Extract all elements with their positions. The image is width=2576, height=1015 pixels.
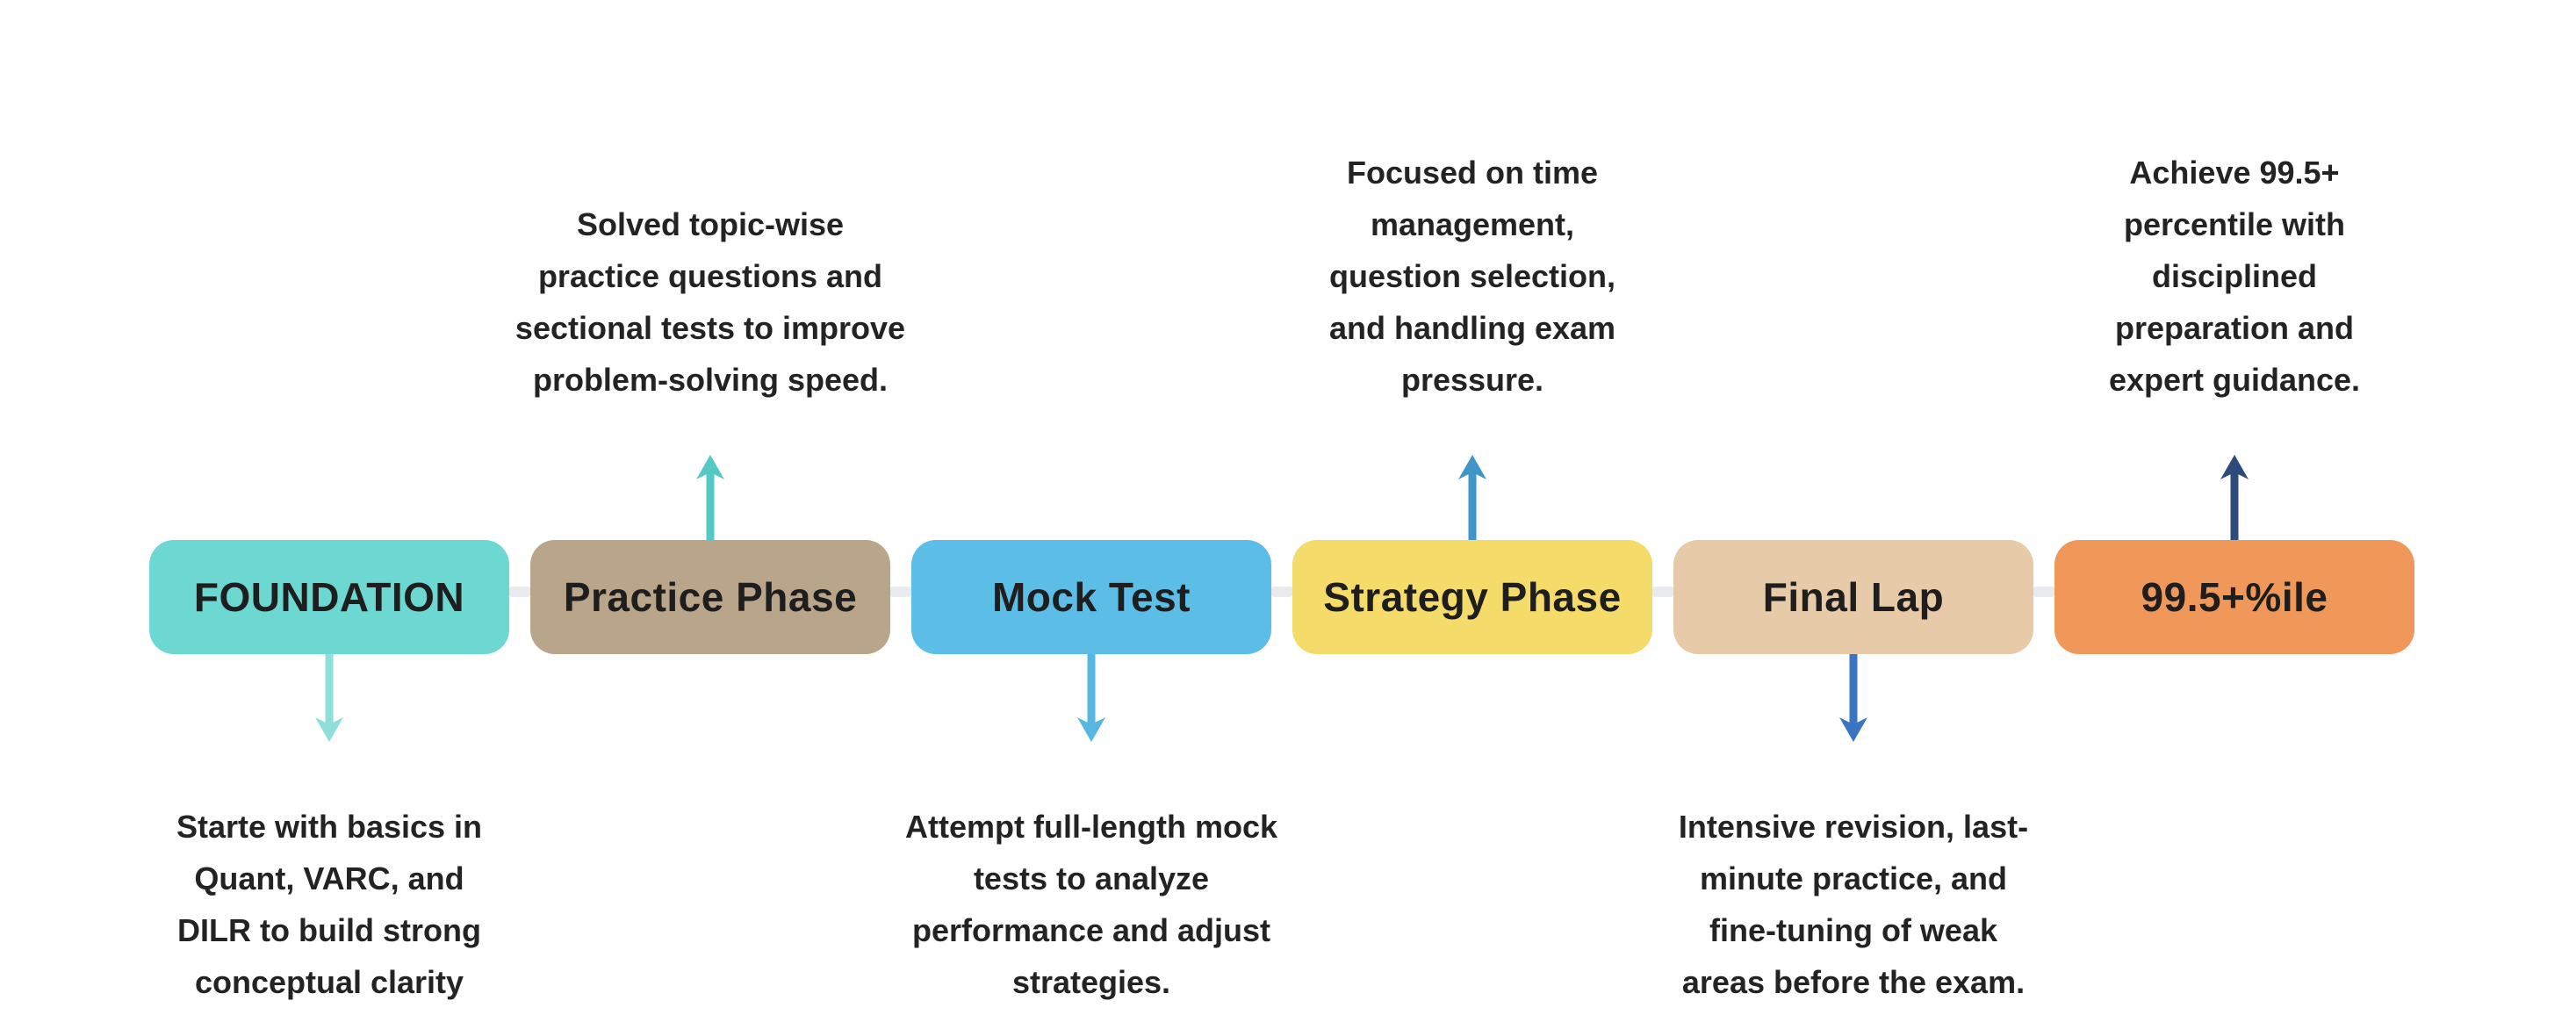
phase-description: Solved topic-wise practice questions and… — [514, 206, 906, 398]
arrow-up-icon — [1455, 455, 1490, 540]
phase-description: Intensive revision, last- minute practic… — [1678, 809, 2029, 1000]
phase-label: Final Lap — [1762, 574, 1945, 620]
phase-box: Strategy Phase — [1292, 540, 1652, 654]
phase-box: Final Lap — [1673, 540, 2033, 654]
phase-label: 99.5+%ile — [2141, 574, 2328, 620]
connector-line — [1270, 587, 1293, 597]
phase-description: Focused on time management, question sel… — [1328, 155, 1616, 398]
phase-box: FOUNDATION — [149, 540, 509, 654]
arrow-down-icon — [1074, 654, 1109, 742]
phase-box: Practice Phase — [530, 540, 890, 654]
phase-label: FOUNDATION — [193, 574, 465, 620]
arrow-down-icon — [1836, 654, 1871, 742]
phase-description: Achieve 99.5+ percentile with discipline… — [2108, 155, 2361, 398]
phase-description: Starte with basics in Quant, VARC, and D… — [176, 809, 483, 1000]
connector-line — [889, 587, 912, 597]
phase-label: Strategy Phase — [1323, 574, 1622, 620]
connector-line — [2033, 587, 2055, 597]
phase-description: Attempt full-length mock tests to analyz… — [905, 809, 1277, 1000]
arrow-down-icon — [312, 654, 347, 742]
phase-box: 99.5+%ile — [2054, 540, 2414, 654]
phase-box: Mock Test — [911, 540, 1271, 654]
phase-label: Mock Test — [991, 574, 1191, 620]
connector-line — [508, 587, 531, 597]
arrow-up-icon — [2217, 455, 2252, 540]
arrow-up-icon — [693, 455, 728, 540]
connector-line — [1651, 587, 1674, 597]
phase-label: Practice Phase — [563, 574, 858, 620]
